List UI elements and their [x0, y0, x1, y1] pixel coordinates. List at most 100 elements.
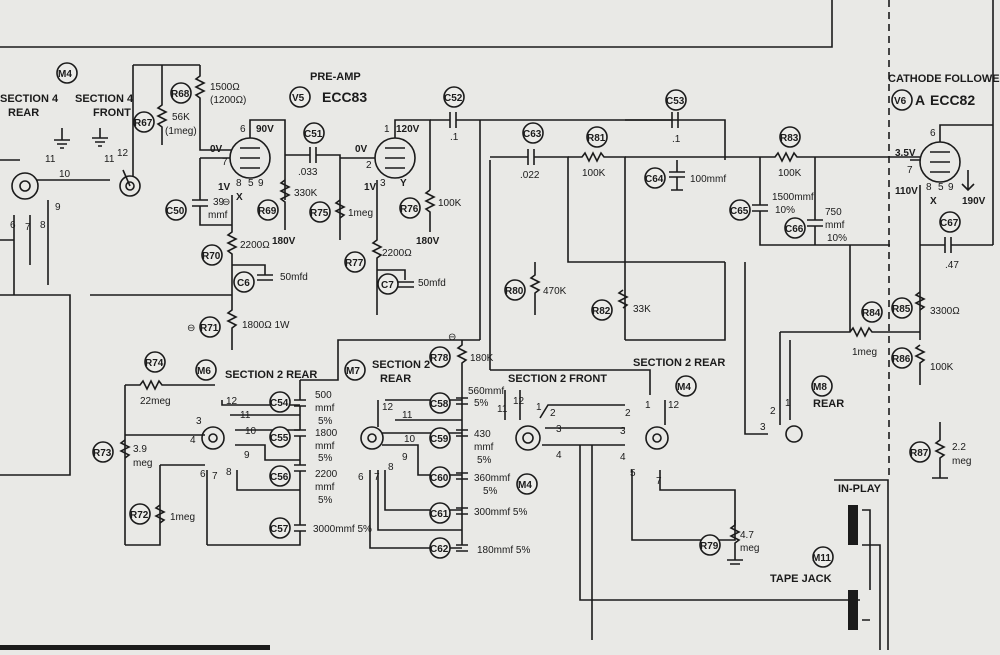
- c64-badge: [644, 167, 666, 189]
- c61-badge: [429, 502, 451, 524]
- m8-pin2: 2: [770, 406, 776, 417]
- s2f-pin11: 11: [497, 404, 508, 415]
- in-play-label: IN-PLAY: [838, 483, 882, 495]
- m7-pin10: 10: [404, 434, 416, 445]
- m4r-pin3: 3: [620, 426, 626, 437]
- r72-badge: [129, 503, 151, 525]
- c61-value: 300mmf 5%: [474, 507, 527, 518]
- r77-label: R77: [345, 258, 364, 269]
- r72-zigzag: [154, 504, 166, 524]
- r82-zigzag: [617, 262, 726, 341]
- c6-cap: [257, 274, 273, 281]
- c56-value: 2200: [315, 469, 338, 480]
- c57-label: C57: [270, 524, 289, 535]
- m4-left-label: M4: [58, 69, 72, 80]
- sec4-front-rotor: [119, 175, 141, 197]
- r85-value: 3300Ω: [930, 306, 960, 317]
- c55-tol: 5%: [318, 453, 333, 464]
- v5b-plate-v: 120V: [396, 124, 420, 135]
- r77-zigzag: [371, 180, 406, 315]
- c60-label: C60: [430, 473, 449, 484]
- m4l-pin8: 8: [40, 220, 46, 231]
- r73-badge: [92, 441, 114, 463]
- r73-value: 3.9: [133, 444, 147, 455]
- m6-pin4: 4: [190, 435, 196, 446]
- m4-right-rotor: [645, 426, 669, 450]
- r72-label: R72: [130, 510, 149, 521]
- m7-hub: [367, 433, 377, 443]
- c63-wire: [489, 149, 725, 370]
- r76-value: 100K: [438, 198, 462, 209]
- r77-badge: [344, 251, 366, 273]
- preamp-title: PRE-AMP: [310, 71, 361, 83]
- c52-wire: [430, 112, 726, 340]
- c61-label: C61: [430, 509, 449, 520]
- r78-label: R78: [430, 353, 449, 364]
- v5a-minus: ⊖: [222, 197, 230, 208]
- m4l-pin10: 10: [59, 169, 71, 180]
- switch-sec4-front: SECTION 4 FRONT 11 12: [75, 64, 200, 197]
- v5b-cath-v: 1V: [364, 182, 377, 193]
- m4-mid-label: M4: [518, 480, 532, 491]
- m6-pin9: 9: [244, 450, 250, 461]
- v5-badge: [289, 86, 311, 108]
- m7-label: M7: [346, 366, 360, 377]
- c65-cap: [752, 157, 890, 246]
- s4f-wires: [122, 64, 200, 187]
- r71-value: 1800Ω 1W: [242, 320, 290, 331]
- r71-label: R71: [200, 323, 219, 334]
- r74-value: 22meg: [140, 396, 171, 407]
- v6-grid-v: 3.5V: [895, 148, 916, 159]
- c7-cap: [398, 281, 414, 288]
- c58-tol: 5%: [474, 398, 489, 409]
- v6-section: A: [915, 92, 925, 108]
- c53-cap: [625, 112, 679, 128]
- c55-badge: [269, 426, 291, 448]
- v5b-pin3: 3: [380, 178, 386, 189]
- c51-value: .033: [298, 167, 318, 178]
- m6-title: SECTION 2 REAR: [225, 369, 317, 381]
- r79-badge: [699, 534, 721, 556]
- v5b-grid-v: 0V: [355, 144, 368, 155]
- c51-label: C51: [304, 129, 323, 140]
- m7-pin9: 9: [402, 452, 408, 463]
- r86-label: R86: [892, 354, 911, 365]
- r75-label: R75: [310, 208, 329, 219]
- c62-badge: [429, 537, 451, 559]
- r68-value: 1500Ω: [210, 82, 240, 93]
- m7-pin11: 11: [402, 410, 413, 421]
- r87-label: R87: [910, 448, 929, 459]
- r67-r68-network: R68 1500Ω (1200Ω) R67 56K (1meg): [133, 65, 246, 151]
- v5a-elements: [200, 119, 286, 200]
- c64-value: 100mmf: [690, 174, 726, 185]
- m6-pin7: 7: [212, 471, 218, 482]
- cap-ladder-m6: C54 500 mmf 5% C55 1800 mmf 5% C56 2200 …: [207, 339, 480, 546]
- c59-label: C59: [430, 434, 449, 445]
- v6-pin7: 7: [907, 165, 913, 176]
- m4r-pin4: 4: [620, 452, 626, 463]
- v6-pin6: 6: [930, 128, 936, 139]
- m4l-wires: [0, 159, 110, 295]
- m6-label: M6: [197, 366, 211, 377]
- c66-tol: 10%: [827, 233, 847, 244]
- r68-label: R68: [171, 89, 190, 100]
- r79-label: R79: [700, 541, 719, 552]
- m8-wires: [744, 262, 791, 435]
- cap-ladder-m7: C58 560mmf 5% C59 430 mmf 5% C60 360mmf …: [429, 386, 530, 559]
- sec4-front-sub: FRONT: [93, 107, 131, 119]
- r74-badge: [144, 351, 166, 373]
- c50-value: 39: [213, 197, 225, 208]
- v6-type: ECC82: [930, 92, 975, 108]
- m4r-pin5: 5: [630, 468, 636, 479]
- m7-rotor: [360, 426, 384, 450]
- r78-value: 180K: [470, 353, 494, 364]
- sec2-rear-right-label: SECTION 2 REAR: [633, 357, 725, 369]
- cathode-title: CATHODE FOLLOWER: [888, 73, 1000, 85]
- m6-pin12: 12: [226, 396, 238, 407]
- v5-label: V5: [292, 93, 305, 104]
- r83-badge: [779, 126, 801, 148]
- v6-output: C67 .47 R84 1meg R85 3300Ω R86 100K R87 …: [780, 185, 993, 479]
- r76-badge: [399, 197, 421, 219]
- c59-badge: [429, 427, 451, 449]
